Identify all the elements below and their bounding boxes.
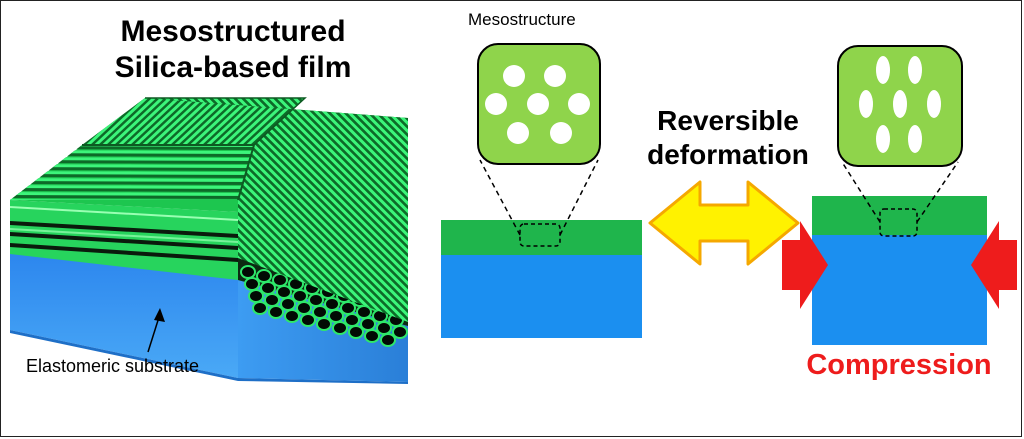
mesopore-rod <box>10 164 254 168</box>
mesopore-rod <box>207 98 408 322</box>
rod-end-circle <box>280 297 296 311</box>
pore-ellipse <box>859 90 873 118</box>
rod-end-circle <box>344 313 360 327</box>
compressed-zoom-lines <box>841 161 959 223</box>
rod-end-circle <box>284 309 300 323</box>
rod-end-circle <box>256 269 272 283</box>
rod-end-circle <box>276 285 292 299</box>
mesopore-rod <box>129 98 192 145</box>
rod-end-circle <box>252 301 268 315</box>
mesopore-rod <box>231 98 408 322</box>
rod-end-circle <box>300 313 316 327</box>
compressed-zoom-region <box>879 208 918 237</box>
rod-end-circle <box>240 265 256 279</box>
rod-end-circle <box>328 309 344 323</box>
rod-end-circle <box>324 297 340 311</box>
rod-end-circle <box>268 305 284 319</box>
reversible-line-2: deformation <box>647 139 809 170</box>
rod-end-circle <box>332 321 348 335</box>
mesopore-rod <box>121 98 184 145</box>
film-front-face <box>10 200 238 280</box>
mesostructure-label: Mesostructure <box>468 10 576 29</box>
mesopore-rod <box>10 192 254 196</box>
mesopore-rod <box>145 98 208 145</box>
rod-end-circle <box>272 273 288 287</box>
mesopore-rod <box>113 98 176 145</box>
pore-circle <box>507 122 529 144</box>
rod-end-circle <box>312 305 328 319</box>
mesopore-rod <box>10 171 254 175</box>
mesopore-rod <box>161 98 224 145</box>
pore-ellipse <box>893 90 907 118</box>
compressed-film <box>812 196 987 235</box>
rod-end-circle <box>360 317 376 331</box>
pore-ellipse <box>908 125 922 153</box>
mesostructure-inset-uncompressed <box>477 43 601 165</box>
pore-circle <box>550 122 572 144</box>
rod-end-circle <box>348 325 364 339</box>
rod-end-circle <box>380 333 396 347</box>
compression-arrow-left <box>782 221 828 309</box>
rod-end-circle <box>376 321 392 335</box>
compression-arrow-right <box>971 221 1017 309</box>
compression-label: Compression <box>806 349 992 381</box>
reversible-double-arrow <box>648 180 800 266</box>
reversible-deformation-label: Reversible deformation <box>628 104 828 172</box>
rod-end-circle <box>296 301 312 315</box>
uncompressed-film <box>441 220 642 255</box>
rod-end-circle <box>308 293 324 307</box>
mesopore-rod <box>10 157 254 161</box>
mesopore-rod <box>137 98 200 145</box>
figure-title: Mesostructured Silica-based film <box>48 14 418 86</box>
title-line-2: Silica-based film <box>114 51 352 84</box>
rod-end-circle <box>260 281 276 295</box>
rod-end-circle <box>264 293 280 307</box>
compressed-substrate <box>812 235 987 345</box>
pore-circle <box>544 65 566 87</box>
rod-end-circle <box>244 277 260 291</box>
rod-end-circle <box>248 289 264 303</box>
mesopore-rod <box>10 178 254 182</box>
rod-end-circle <box>340 301 356 315</box>
mesopore-rod <box>247 98 408 322</box>
rod-end-circle <box>356 305 372 319</box>
pore-circle <box>527 93 549 115</box>
pore-ellipse <box>927 90 941 118</box>
substrate-label: Elastomeric substrate <box>26 356 200 376</box>
uncompressed-substrate <box>441 255 642 338</box>
pore-ellipse <box>876 125 890 153</box>
mesostructure-inset-compressed <box>837 45 963 167</box>
pore-circle <box>485 93 507 115</box>
mesopore-rod <box>223 98 408 322</box>
mesopore-rod <box>215 98 408 322</box>
rod-end-circle <box>392 325 408 339</box>
reversible-line-1: Reversible <box>657 105 799 136</box>
pore-circle <box>568 93 590 115</box>
mesopore-rod <box>191 98 408 322</box>
rod-end-circle <box>292 289 308 303</box>
substrate-pointer-arrow <box>147 308 165 353</box>
mesopore-rod <box>10 150 254 154</box>
mesopore-rod <box>199 98 408 322</box>
rod-end-circle <box>364 329 380 343</box>
mesopore-rod <box>89 98 152 145</box>
title-line-1: Mesostructured <box>120 15 346 48</box>
mesopore-rod <box>10 185 254 189</box>
pore-ellipse <box>908 56 922 84</box>
mesopore-rod <box>97 98 160 145</box>
mesopore-rod <box>105 98 168 145</box>
pore-circle <box>503 65 525 87</box>
mesopore-rod <box>239 98 408 322</box>
pore-ellipse <box>876 56 890 84</box>
mesopore-rod <box>153 98 216 145</box>
rod-end-circle <box>316 317 332 331</box>
